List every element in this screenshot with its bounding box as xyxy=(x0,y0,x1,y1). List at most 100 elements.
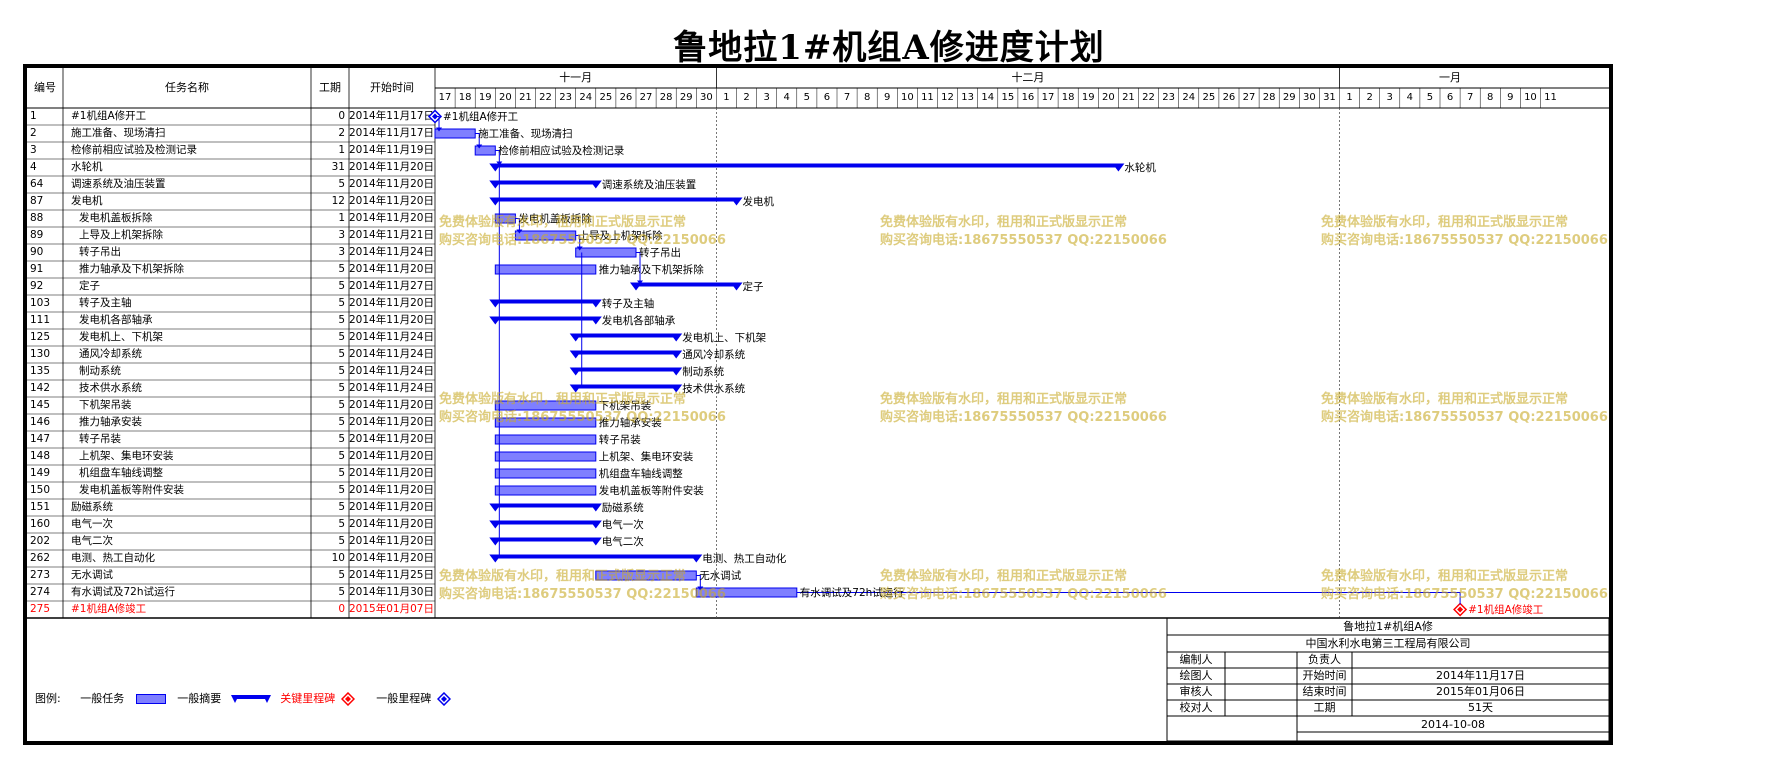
bar-label: 制动系统 xyxy=(682,365,725,378)
task-name: #1机组A修竣工 xyxy=(71,603,147,615)
watermark-line2: 购买咨询电话:18675550537 QQ:22150066 xyxy=(439,233,726,248)
task-bar xyxy=(474,145,496,156)
day-tick-label: 12 xyxy=(941,92,954,103)
bar-label: 技术供水系统 xyxy=(682,382,746,395)
bar-label: 无水调试 xyxy=(699,569,742,582)
bar-label: 发电机盖板拆除 xyxy=(518,212,592,225)
day-tick-label: 4 xyxy=(783,92,790,103)
day-tick-label: 1 xyxy=(1346,92,1353,103)
watermark-line2: 购买咨询电话:18675550537 QQ:22150066 xyxy=(880,587,1167,602)
task-duration: 5 xyxy=(338,586,345,598)
legend-milestone-icon xyxy=(436,691,451,707)
day-tick-label: 1 xyxy=(723,92,730,103)
title-block-company: 中国水利水电第三工程局有限公司 xyxy=(1305,637,1471,650)
task-start: 2014年11月20日 xyxy=(349,433,433,445)
task-name: 转子及主轴 xyxy=(79,297,132,309)
task-duration: 5 xyxy=(338,450,345,462)
task-start: 2014年11月20日 xyxy=(349,450,433,462)
legend-task-swatch xyxy=(135,694,166,704)
title-block-field-value: 51天 xyxy=(1468,701,1493,714)
task-start: 2014年11月17日 xyxy=(349,127,433,139)
task-name: 施工准备、现场清扫 xyxy=(71,127,166,139)
title-block-role: 审核人 xyxy=(1179,685,1213,698)
watermark: 免费体验版有水印，租用和正式版显示正常购买咨询电话:18675550537 QQ… xyxy=(880,568,1167,604)
task-start: 2014年11月30日 xyxy=(349,586,433,598)
title-block-field: 工期 xyxy=(1313,701,1336,714)
task-id: 1 xyxy=(30,110,37,122)
watermark-line1: 免费体验版有水印，租用和正式版显示正常 xyxy=(1321,392,1569,407)
watermark-line1: 免费体验版有水印，租用和正式版显示正常 xyxy=(439,569,687,584)
task-name: 通风冷却系统 xyxy=(79,348,142,360)
task-start: 2014年11月27日 xyxy=(349,280,433,292)
watermark-line1: 免费体验版有水印，租用和正式版显示正常 xyxy=(880,215,1128,230)
grid-lines xyxy=(27,68,1609,619)
task-id: 87 xyxy=(30,195,44,207)
day-tick-label: 22 xyxy=(1142,92,1155,103)
task-bar xyxy=(494,400,597,411)
watermark-line2: 购买咨询电话:18675550537 QQ:22150066 xyxy=(1321,233,1608,248)
day-tick-label: 20 xyxy=(1101,92,1115,103)
month-label: 十二月 xyxy=(1011,71,1045,84)
task-duration: 1 xyxy=(338,212,345,224)
bar-label: 上导及上机架拆除 xyxy=(578,229,663,242)
task-name: 发电机各部轴承 xyxy=(79,314,153,326)
day-tick-label: 10 xyxy=(1524,92,1537,103)
task-name: 无水调试 xyxy=(71,569,113,581)
task-start: 2014年11月19日 xyxy=(349,144,433,156)
bar-label: 电气二次 xyxy=(601,535,644,548)
column-header-id: 编号 xyxy=(34,81,56,94)
day-tick-label: 24 xyxy=(579,92,593,103)
task-start: 2014年11月24日 xyxy=(349,365,433,377)
day-tick-label: 19 xyxy=(1081,92,1095,103)
day-tick-label: 5 xyxy=(803,92,811,103)
bar-label: 检修前相应试验及检测记录 xyxy=(498,144,625,157)
title-block-field: 负责人 xyxy=(1308,653,1341,666)
bar-label: 机组盘车轴线调整 xyxy=(598,467,683,480)
task-duration: 5 xyxy=(338,501,345,513)
day-tick-label: 11 xyxy=(1544,92,1557,103)
task-bar xyxy=(494,451,597,462)
task-name: 发电机 xyxy=(71,195,103,207)
day-tick-label: 22 xyxy=(539,92,552,103)
bar-label: 转子吊装 xyxy=(598,433,641,446)
summary-bar xyxy=(489,163,1125,172)
task-start: 2014年11月20日 xyxy=(349,263,433,275)
day-tick-label: 6 xyxy=(1446,92,1454,103)
task-duration: 5 xyxy=(338,365,345,377)
task-id: 111 xyxy=(30,314,51,326)
task-name: 推力轴承安装 xyxy=(79,416,142,428)
legend: 图例: 一般任务 一般摘要 关键里程碑 一般里程碑 xyxy=(35,691,451,707)
watermark-line1: 免费体验版有水印，租用和正式版显示正常 xyxy=(1321,215,1569,230)
task-name: 定子 xyxy=(79,280,100,292)
watermark-line2: 购买咨询电话:18675550537 QQ:22150066 xyxy=(1321,587,1608,602)
task-name: #1机组A修开工 xyxy=(71,110,147,122)
task-duration: 12 xyxy=(331,195,345,207)
day-tick-label: 26 xyxy=(619,92,633,103)
watermark: 免费体验版有水印，租用和正式版显示正常购买咨询电话:18675550537 QQ… xyxy=(880,391,1167,427)
summary-bar xyxy=(489,537,602,546)
watermark-line2: 购买咨询电话:18675550537 QQ:22150066 xyxy=(439,410,726,425)
task-start: 2014年11月21日 xyxy=(349,229,433,241)
day-tick-label: 5 xyxy=(1426,92,1434,103)
task-bar xyxy=(494,264,597,275)
task-start: 2014年11月20日 xyxy=(349,501,433,513)
legend-summary-label: 一般摘要 xyxy=(177,692,222,705)
title-block-field-value: 2015年01月06日 xyxy=(1436,685,1525,698)
day-tick-label: 27 xyxy=(1242,92,1256,103)
task-name: 发电机盖板等附件安装 xyxy=(79,484,184,496)
bar-label: 通风冷却系统 xyxy=(682,348,746,361)
task-id: 135 xyxy=(30,365,51,377)
day-tick-label: 30 xyxy=(699,92,713,103)
day-tick-label: 21 xyxy=(519,92,532,103)
task-name: 转子吊出 xyxy=(79,246,121,258)
task-duration: 5 xyxy=(338,178,345,190)
day-tick-label: 15 xyxy=(1001,92,1015,103)
day-tick-label: 18 xyxy=(1061,92,1075,103)
summary-bar xyxy=(630,282,743,291)
summary-bar xyxy=(489,316,602,325)
legend-key-milestone-label: 关键里程碑 xyxy=(280,692,336,705)
task-id: 89 xyxy=(30,229,44,241)
task-duration: 5 xyxy=(338,399,345,411)
task-duration: 5 xyxy=(338,314,345,326)
day-tick-label: 23 xyxy=(559,92,572,103)
